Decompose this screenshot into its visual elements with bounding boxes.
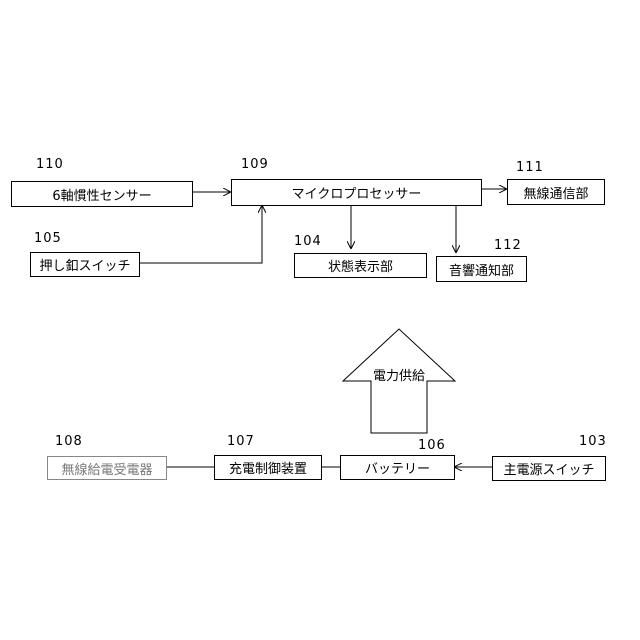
- block-charge-controller: 充電制御装置: [214, 455, 322, 480]
- block-number-103: 103: [579, 434, 607, 449]
- block-number-112: 112: [494, 238, 522, 253]
- block-status-display: 状態表示部: [294, 253, 427, 278]
- block-number-105: 105: [34, 231, 62, 246]
- block-number-104: 104: [294, 234, 322, 249]
- block-number-106: 106: [418, 438, 446, 453]
- block-six-axis-inertial-sensor: 6軸慣性センサー: [11, 181, 193, 207]
- block-microprocessor: マイクロプロセッサー: [231, 179, 482, 206]
- block-number-111: 111: [516, 160, 544, 175]
- block-number-108: 108: [55, 434, 83, 449]
- block-number-110: 110: [36, 157, 64, 172]
- block-wireless-communication: 無線通信部: [507, 179, 605, 205]
- block-push-button-switch: 押し釦スイッチ: [30, 252, 140, 277]
- block-number-107: 107: [227, 434, 255, 449]
- block-number-109: 109: [241, 157, 269, 172]
- power-supply-label: 電力供給: [371, 365, 427, 384]
- block-sound-notification: 音響通知部: [436, 256, 527, 282]
- block-battery: バッテリー: [340, 455, 455, 480]
- connector-105-to-109: [139, 206, 262, 263]
- block-main-power-switch: 主電源スイッチ: [492, 456, 606, 481]
- block-wireless-power-receiver: 無線給電受電器: [47, 456, 167, 480]
